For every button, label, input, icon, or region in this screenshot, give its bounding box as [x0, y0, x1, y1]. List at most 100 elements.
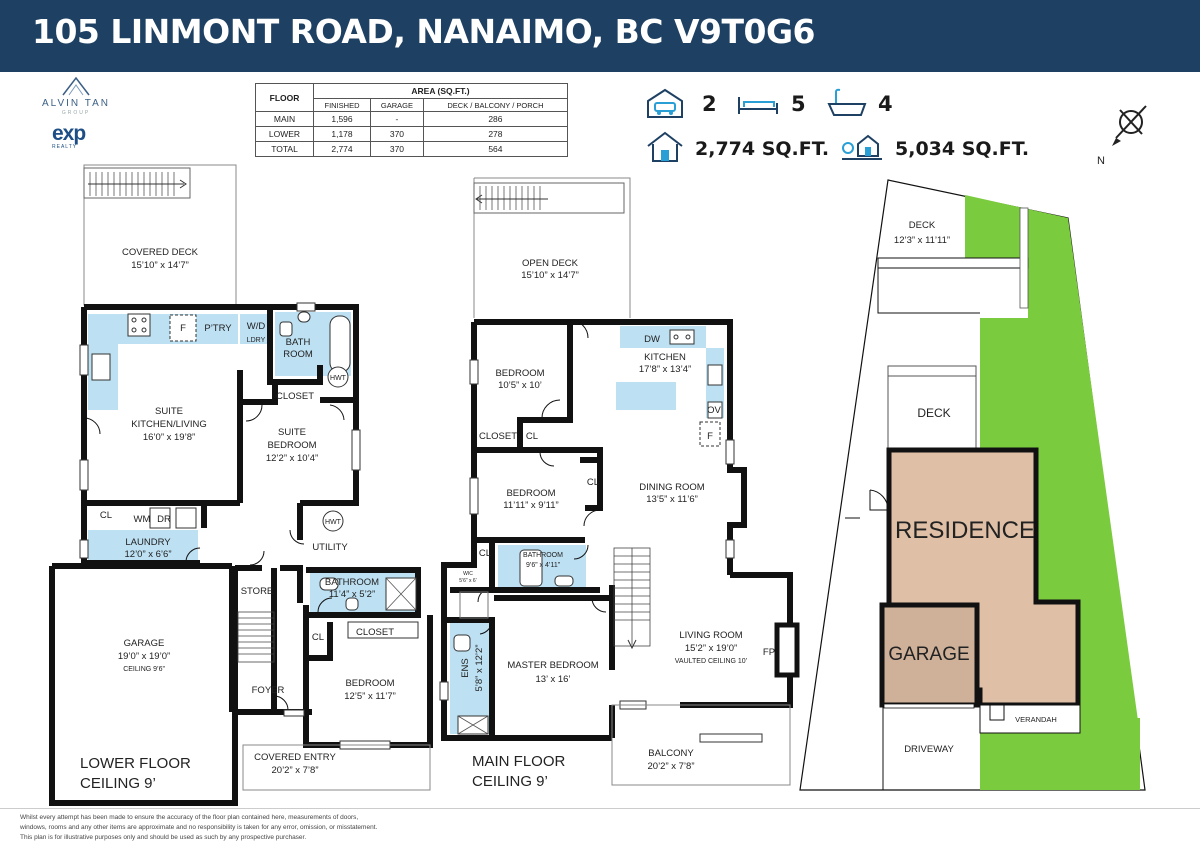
- lot-area: 5,034 SQ.FT.: [895, 138, 1030, 160]
- row-garage: 370: [370, 141, 424, 157]
- table-row: TOTAL 2,774 370 564: [255, 141, 569, 157]
- disclaimer-line: windows, rooms and any other items are a…: [20, 824, 378, 831]
- fridge-label: F: [180, 323, 186, 334]
- garage-ceiling: CEILING 9’6”: [123, 666, 165, 673]
- lower-floor-title: LOWER FLOOR: [80, 755, 191, 772]
- bedroom-label: BEDROOM: [345, 678, 394, 689]
- main-floor-title: MAIN FLOOR: [472, 753, 566, 770]
- store-label: STORE: [241, 586, 274, 597]
- row-deck: 564: [422, 141, 569, 157]
- ov-label: OV: [707, 405, 721, 416]
- ens-dim: 5’8” x 12’2”: [474, 645, 485, 692]
- property-address-title: 105 LINMONT ROAD, NANAIMO, BC V9T0G6: [32, 12, 816, 51]
- suite-living-dim: 16’0” x 19’8”: [143, 432, 195, 443]
- closet-label: CLOSET: [276, 391, 314, 402]
- bedroom2-dim: 11’11” x 9’11”: [503, 500, 558, 511]
- lower-floor-ceiling: CEILING 9’: [80, 775, 156, 792]
- lower-floor-plan: COVERED DECK 15’10” x 14’7” F P’TRY W/D …: [49, 164, 433, 806]
- driveway-label: DRIVEWAY: [904, 744, 954, 755]
- logo-group: GROUP: [61, 110, 91, 116]
- site-deck-label: DECK: [909, 220, 936, 231]
- bedroom1-dim: 10’5” x 10’: [498, 380, 542, 391]
- garage-label: GARAGE: [124, 638, 165, 649]
- living-room-label: LIVING ROOM: [679, 630, 742, 641]
- site-deck-dim: 12’3” x 11’11”: [894, 235, 950, 246]
- suite-living-label: SUITE: [155, 406, 183, 417]
- logo-name: ALVIN TAN: [41, 98, 110, 109]
- bedroom1-label: BEDROOM: [495, 368, 544, 379]
- bathroom-label-main: BATHROOM: [523, 552, 563, 559]
- suite-bedroom-label: SUITE: [278, 427, 306, 438]
- balcony-label: BALCONY: [648, 748, 694, 759]
- disclaimer: Whilst every attempt has been made to en…: [20, 813, 580, 843]
- site-deck2-label: DECK: [917, 406, 950, 420]
- kitchen-label: KITCHEN: [644, 352, 686, 363]
- hwt2-label: HWT: [325, 519, 342, 526]
- wd-label: W/D: [247, 321, 266, 332]
- bathroom-dim: 11’4” x 5’2”: [329, 589, 375, 600]
- bed-icon: [738, 97, 778, 114]
- living-room-dim: 15’2” x 19’0”: [685, 643, 737, 654]
- house-icon: [647, 131, 683, 162]
- footer-divider: [0, 808, 1200, 809]
- ens-label: ENS: [460, 658, 471, 678]
- garage-count: 2: [702, 92, 717, 116]
- balcony-dim: 20’2” x 7’8”: [648, 761, 695, 772]
- disclaimer-line: Whilst every attempt has been made to en…: [20, 814, 359, 821]
- suite-bedroom-label-2: BEDROOM: [267, 440, 316, 451]
- logo-brand: exp: [52, 122, 86, 145]
- foyer-label: FOYER: [252, 685, 285, 696]
- bathtub-icon: [827, 88, 867, 116]
- bathroom-dim-main: 9’6” x 4’11”: [526, 562, 561, 569]
- main-floor-ceiling: CEILING 9’: [472, 773, 548, 790]
- wic-label: WIC: [463, 571, 473, 577]
- open-deck-dim: 15’10” x 14’7”: [521, 270, 579, 281]
- cl-label: CL: [100, 510, 112, 521]
- site-garage-label: GARAGE: [888, 644, 969, 665]
- master-bedroom-label: MASTER BEDROOM: [507, 660, 598, 671]
- closet2-label: CLOSET: [356, 627, 394, 638]
- cl3-label: CL: [479, 548, 491, 559]
- table-row: LOWER 1,178 370 278: [255, 126, 569, 142]
- closet-label-main: CLOSET: [479, 431, 517, 442]
- residence-label: RESIDENCE: [895, 517, 1035, 544]
- covered-deck-label: COVERED DECK: [122, 247, 199, 258]
- fp-label: FP: [763, 647, 775, 658]
- bathroom-count: 4: [878, 92, 893, 116]
- agent-logo: ALVIN TAN GROUP exp REALTY: [36, 76, 146, 154]
- wm-label: WM: [134, 514, 151, 525]
- bathroom-label: BATHROOM: [325, 577, 379, 588]
- disclaimer-line: This plan is for illustrative purposes o…: [20, 834, 307, 841]
- living-room-ceiling: VAULTED CEILING 10’: [675, 658, 748, 665]
- master-bedroom-dim: 13’ x 16’: [535, 674, 570, 685]
- main-floor-plan: OPEN DECK 15’10” x 14’7” BEDROOM 10’5” x…: [439, 177, 800, 790]
- bedroom2-label: BEDROOM: [506, 488, 555, 499]
- cl2-label: CL: [312, 632, 324, 643]
- covered-deck-dim: 15’10” x 14’7”: [131, 260, 189, 271]
- open-deck-label: OPEN DECK: [522, 258, 579, 269]
- bath-label: BATH: [286, 337, 311, 348]
- row-floor: TOTAL: [255, 141, 314, 157]
- garage-icon: [647, 88, 683, 118]
- north-arrow-icon: [1112, 105, 1147, 146]
- cl1-label: CL: [526, 431, 538, 442]
- pantry-label: P’TRY: [204, 323, 232, 334]
- bedroom-dim: 12’5” x 11’7”: [344, 691, 396, 702]
- kitchen-dim: 17’8” x 13’4”: [639, 364, 691, 375]
- covered-entry-label: COVERED ENTRY: [254, 752, 336, 763]
- hwt-label: HWT: [330, 375, 347, 382]
- bedroom-count: 5: [791, 92, 806, 116]
- north-label: N: [1097, 155, 1105, 167]
- dr-label: DR: [157, 514, 171, 525]
- laundry-dim: 12’0” x 6’6”: [125, 549, 172, 560]
- covered-entry-dim: 20’2” x 7’8”: [272, 765, 319, 776]
- row-finished: 2,774: [312, 141, 372, 157]
- ldry-label: LDRY: [247, 337, 266, 344]
- dining-label: DINING ROOM: [639, 482, 705, 493]
- header-bar: 105 LINMONT ROAD, NANAIMO, BC V9T0G6: [0, 0, 1200, 72]
- wic-dim: 5’6” x 6’: [459, 578, 477, 584]
- dining-dim: 13’5” x 11’6”: [646, 494, 698, 505]
- area-table: FLOOR AREA (SQ.FT.) FINISHED GARAGE DECK…: [255, 83, 569, 157]
- utility-label: UTILITY: [312, 542, 348, 553]
- logo-mark-icon: [62, 76, 90, 96]
